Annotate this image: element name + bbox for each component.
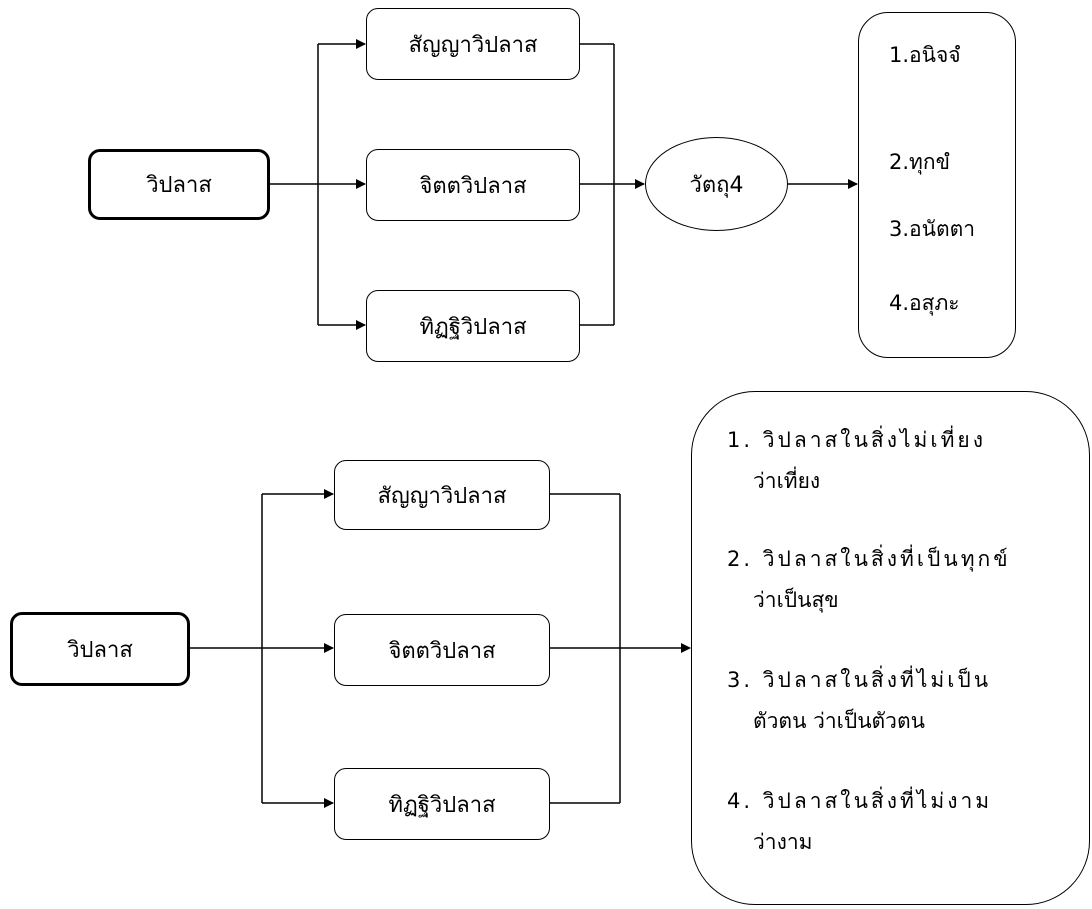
branch-node-ditthi-b: ทิฏฐิวิปลาส <box>334 768 550 840</box>
root-node-b: วิปลาส <box>10 612 190 686</box>
list-item-line2: ว่าเป็นสุข <box>753 588 839 612</box>
list-item-line2: ว่างาม <box>753 830 813 854</box>
list-item: 2. วิปลาสในสิ่งที่เป็นทุกข์ ว่าเป็นสุข <box>727 549 1011 611</box>
root-node: วิปลาส <box>88 149 270 220</box>
list-item: 2.ทุกขํ <box>889 150 950 174</box>
list-item-line1: 1. วิปลาสในสิ่งไม่เที่ยง <box>727 428 986 452</box>
list-item-line1: 4. วิปลาสในสิ่งที่ไม่งาม <box>727 789 993 813</box>
items-list-box: 1.อนิจจํ 2.ทุกขํ 3.อนัตตา 4.อสุภะ <box>858 12 1016 358</box>
list-item-line2: ว่าเที่ยง <box>753 469 821 493</box>
branch-node-sanna-b: สัญญาวิปลาส <box>334 460 550 530</box>
list-item: 4.อสุภะ <box>889 291 960 315</box>
branch-node-citta-b: จิตตวิปลาส <box>334 614 550 686</box>
list-item-line1: 3. วิปลาสในสิ่งที่ไม่เป็น <box>727 668 992 692</box>
list-item-line2: ตัวตน ว่าเป็นตัวตน <box>753 709 925 733</box>
list-item: 3. วิปลาสในสิ่งที่ไม่เป็น ตัวตน ว่าเป็นต… <box>727 670 991 732</box>
branch-node-citta: จิตตวิปลาส <box>366 149 580 221</box>
branch-node-ditthi: ทิฏฐิวิปลาส <box>366 290 580 362</box>
list-item: 3.อนัตตา <box>889 217 976 241</box>
target-node: วัตถุ4 <box>645 137 788 231</box>
branch-node-sanna: สัญญาวิปลาส <box>366 8 580 80</box>
list-item: 1. วิปลาสในสิ่งไม่เที่ยง ว่าเที่ยง <box>727 430 986 492</box>
list-item: 4. วิปลาสในสิ่งที่ไม่งาม ว่างาม <box>727 791 992 853</box>
items-list-box-b: 1. วิปลาสในสิ่งไม่เที่ยง ว่าเที่ยง 2. วิ… <box>691 391 1090 905</box>
list-item: 1.อนิจจํ <box>889 43 961 67</box>
list-item-line1: 2. วิปลาสในสิ่งที่เป็นทุกข์ <box>727 547 1011 571</box>
